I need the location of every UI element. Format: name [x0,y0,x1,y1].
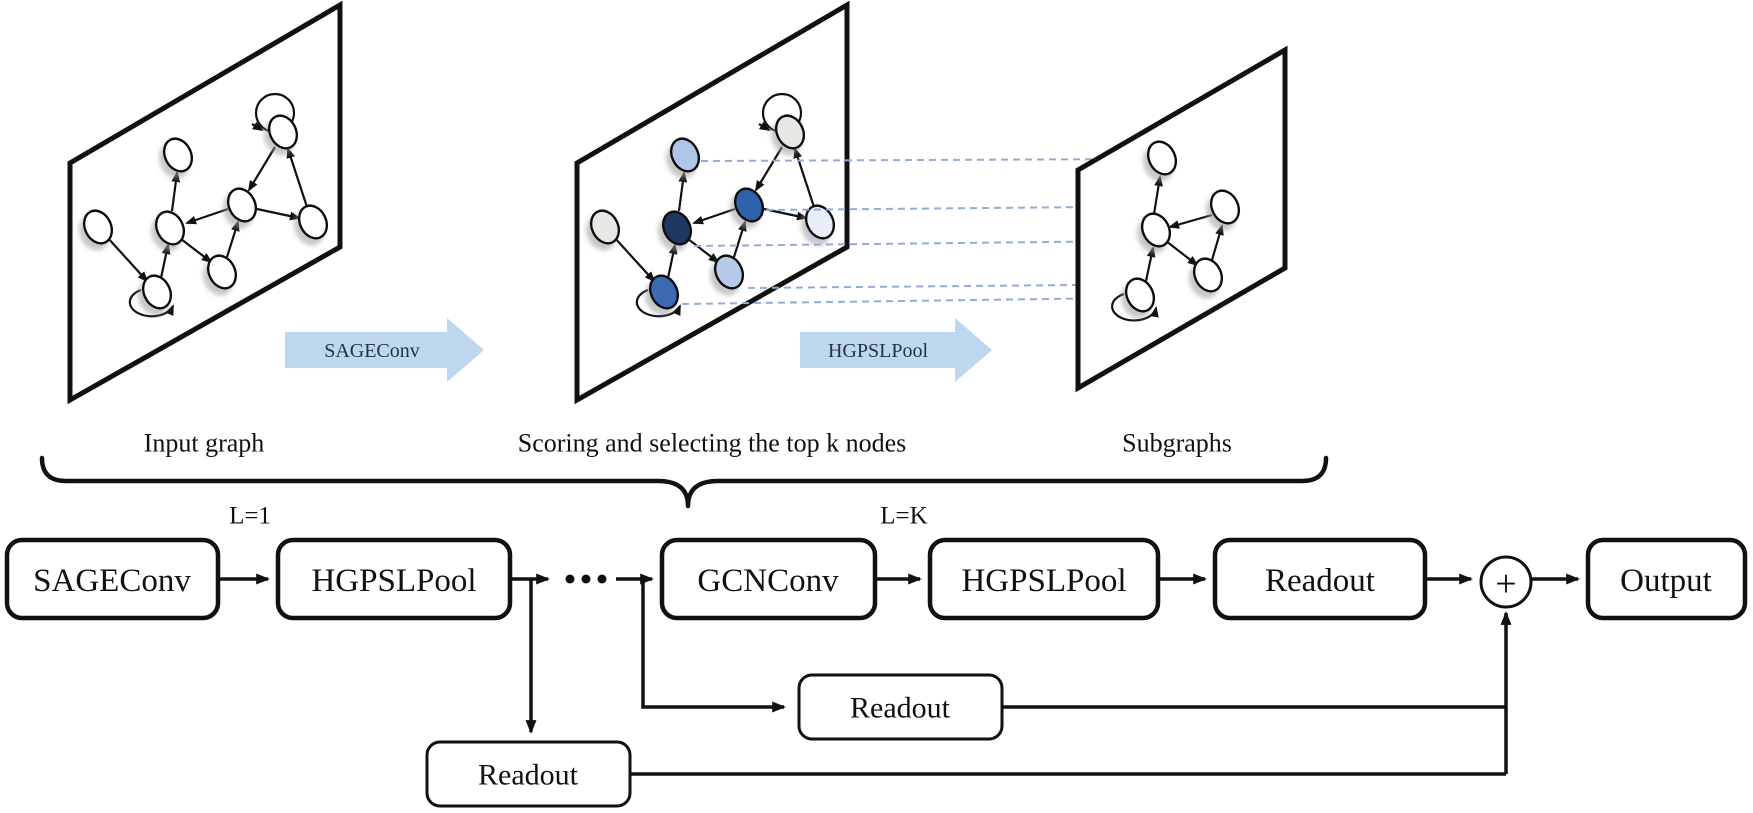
subgraph-panel [1075,45,1288,393]
input-graph-caption: Input graph [144,429,265,458]
layer-label-last: L=K [880,503,927,530]
scored-graph-panel [574,0,850,405]
subgraph-plane [1075,45,1288,393]
graph-node-grey [774,114,806,150]
self-loop [635,288,682,318]
flow-box-readout-middle [797,673,1004,741]
flow-box-readout-bottom-label: Readout [478,759,579,792]
graph-node-grey [589,209,621,245]
graph-node-medium-blue [733,187,765,223]
hgpslpool-arrow-label: HGPSLPool [828,340,928,362]
flow-box-hgpslpool-1 [275,537,513,621]
dashed-mapping-arrow [693,236,1139,247]
flow-box-readout-middle-label: Readout [850,692,951,725]
graph-node [206,254,238,290]
flow-boxes: SAGEConv HGPSLPool GCNConv HGPSLPool Rea… [4,537,1748,808]
graph-node [1209,189,1241,225]
flow-box-output [1585,537,1748,621]
sageconv-block-arrow: SAGEConv [285,318,484,382]
subgraphs-caption: Subgraphs [1122,429,1232,458]
self-loop-arrowhead [251,121,264,132]
graph-node [162,137,194,173]
flow-box-hgpslpool-2-label: HGPSLPool [961,563,1126,599]
dashed-mapping-arrow [681,293,1122,305]
graph-edges [1144,175,1224,282]
graph-node [82,209,114,245]
scored-graph-nodes [589,114,836,310]
graph-node-light-blue [669,137,701,173]
graph-node-dark-navy [661,210,693,246]
dashed-mapping-arrow [700,154,1145,164]
brace [39,455,1329,509]
self-loop [128,288,175,318]
branch-to-middle-readout [641,581,786,713]
flow-box-readout-bottom [425,740,632,808]
graph-node [154,210,186,246]
graph-node [141,274,173,310]
graph-nodes [82,114,329,310]
graph-node [1124,277,1156,313]
self-loop-arrowhead [758,121,771,132]
flow-connectors [218,573,1580,776]
graph-edges [613,146,816,283]
subgraph-nodes [1124,140,1241,313]
graph-node [1146,140,1178,176]
sageconv-arrow-label: SAGEConv [324,340,420,362]
graph-node [267,114,299,150]
layer-label-first: L=1 [229,503,271,530]
graph-edges [106,146,309,283]
sum-node-label: + [1495,563,1516,605]
graph-node [1140,212,1172,248]
sum-node [1479,555,1533,609]
flow-box-sageconv [4,537,221,621]
flow-box-gcnconv [659,537,878,621]
flow-box-hgpslpool-2 [927,537,1161,621]
flow-box-hgpslpool-1-label: HGPSLPool [311,563,476,599]
flow-box-sageconv-label: SAGEConv [33,563,191,599]
flow-box-readout-top [1212,537,1428,621]
graph-node-light-blue [713,254,745,290]
self-loop [1111,292,1159,322]
hgpslpool-block-arrow: HGPSLPool [800,318,992,382]
flow-box-gcnconv-label: GCNConv [697,563,839,599]
graph-node [1192,257,1224,293]
input-graph-panel [67,0,343,405]
flow-box-output-label: Output [1620,563,1712,599]
graph-node-medium-blue [648,274,680,310]
ellipsis-dots [565,574,607,584]
graph-node [226,187,258,223]
flow-box-readout-top-label: Readout [1265,563,1375,599]
graph-node [297,204,329,240]
scoring-caption: Scoring and selecting the top k nodes [518,429,906,458]
graph-node-pale-blue [804,204,836,240]
